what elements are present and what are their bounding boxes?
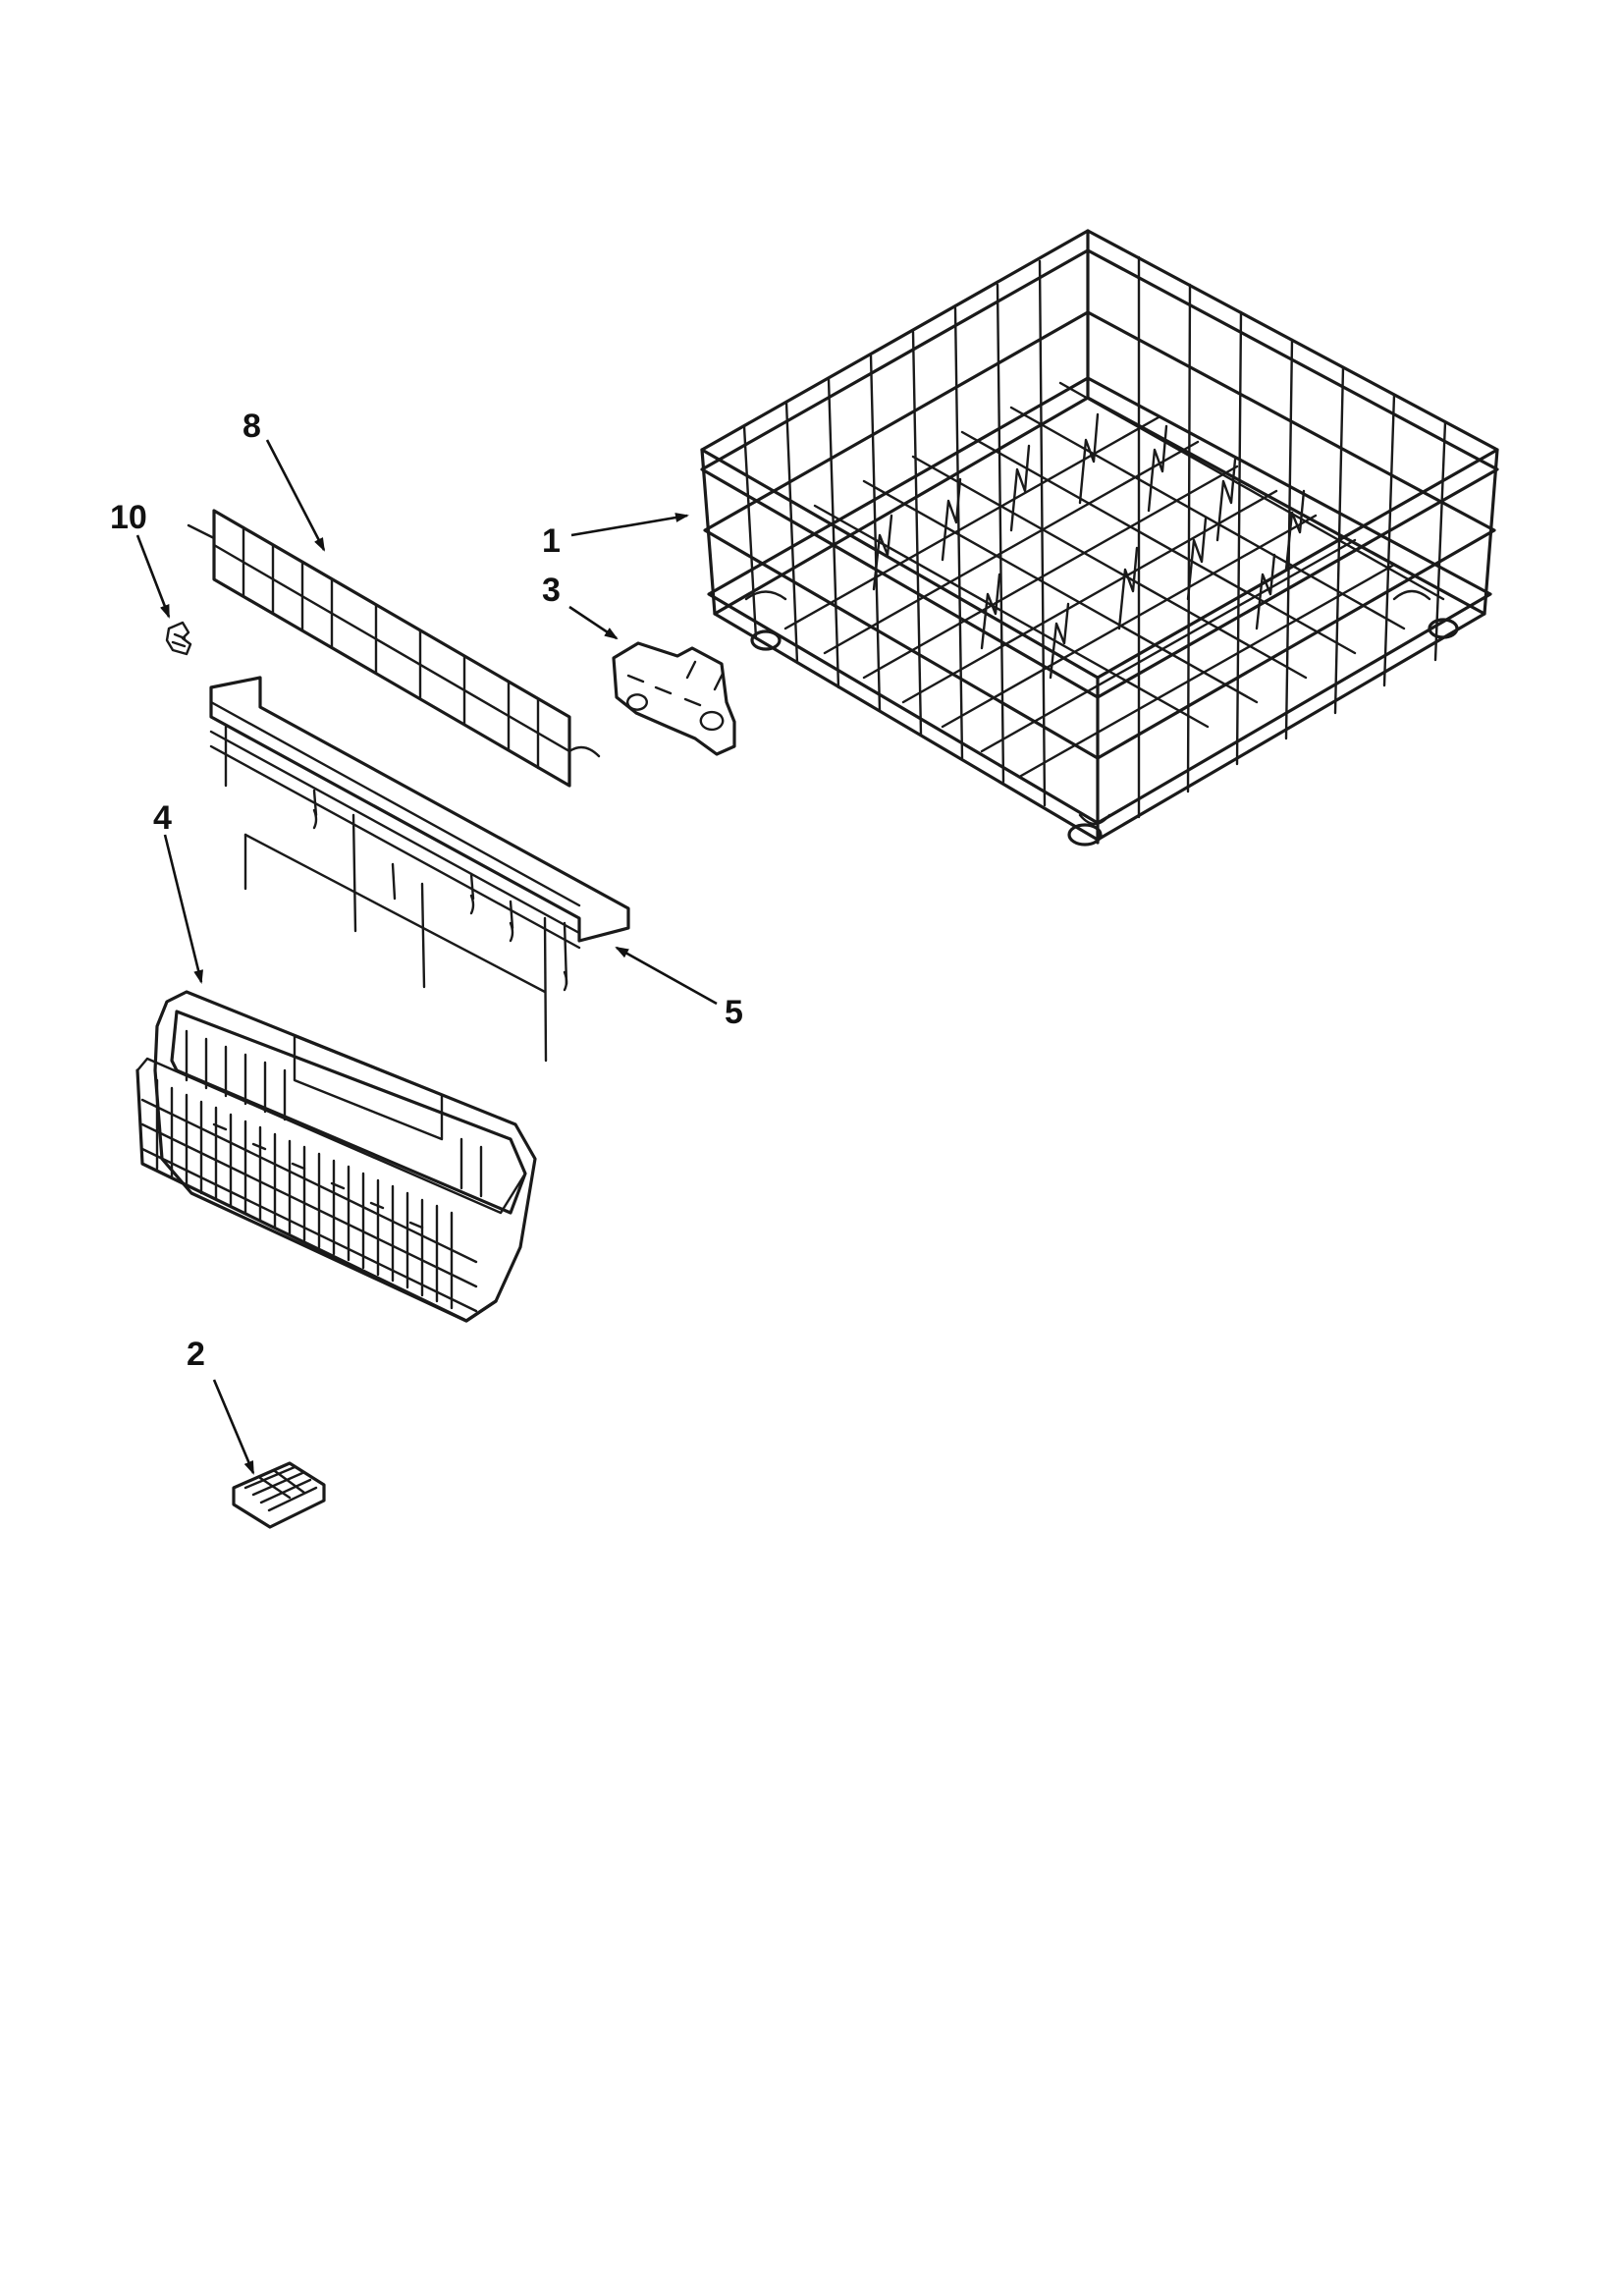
wheel-clip-part (612, 641, 736, 756)
leader-1 (570, 513, 689, 537)
leader-3 (568, 605, 619, 640)
leader-lines (135, 439, 718, 1475)
basket-cover-part (232, 1461, 326, 1529)
leader-5 (615, 946, 718, 1006)
lower-rack-part (700, 229, 1499, 847)
callout-2: 2 (187, 1336, 205, 1373)
callout-1: 1 (542, 522, 561, 560)
callout-10: 10 (110, 499, 147, 536)
leader-10 (135, 534, 171, 619)
callout-3: 3 (542, 572, 561, 609)
silverware-basket-part (135, 990, 537, 1323)
leader-4 (163, 834, 203, 984)
rack-shield-part (187, 509, 601, 788)
callout-4: 4 (153, 799, 172, 837)
callout-8: 8 (243, 408, 261, 445)
callout-labels: 1 2 3 4 5 8 10 (110, 408, 743, 1373)
leader-2 (212, 1379, 255, 1475)
leader-8 (265, 439, 326, 552)
small-clip-part (165, 621, 192, 656)
side-rail-part (209, 676, 630, 1063)
callout-5: 5 (725, 994, 743, 1031)
